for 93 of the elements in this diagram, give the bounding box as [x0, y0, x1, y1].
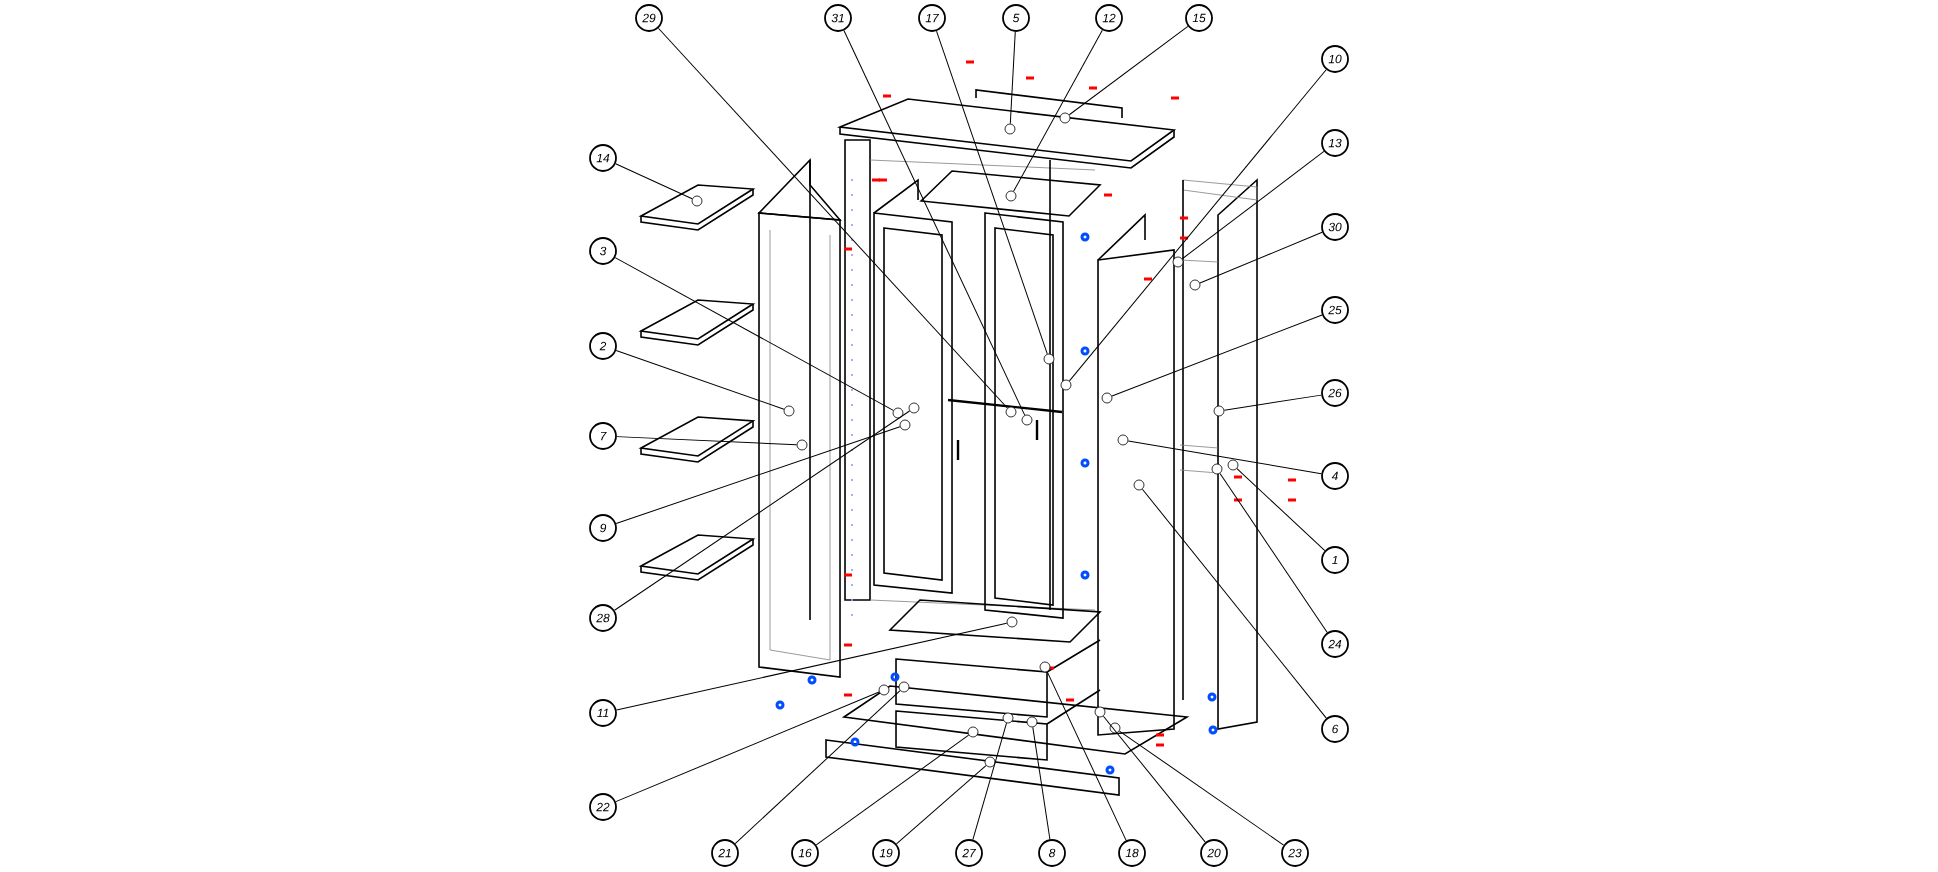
- attachment-point: [899, 419, 911, 431]
- callout-number: 24: [1321, 630, 1349, 658]
- leader-line: [1236, 468, 1326, 551]
- attachment-point: [1172, 256, 1184, 268]
- callout-number: 13: [1321, 129, 1349, 157]
- leader-line: [815, 734, 970, 846]
- attachment-point: [1039, 661, 1051, 673]
- attachment-point: [1094, 706, 1106, 718]
- callout-number: 12: [1095, 4, 1123, 32]
- attachment-point: [1227, 459, 1239, 471]
- callout-number: 22: [589, 793, 617, 821]
- leader-line: [615, 350, 785, 410]
- leader-line: [734, 690, 901, 845]
- attachment-point: [1005, 190, 1017, 202]
- leader-line: [614, 257, 894, 411]
- leader-line: [1118, 730, 1285, 846]
- attachment-point: [1117, 434, 1129, 446]
- callout-number: 7: [589, 422, 617, 450]
- attachment-point: [1109, 722, 1121, 734]
- callout-number: 18: [1118, 839, 1146, 867]
- attachment-point: [1043, 353, 1055, 365]
- leader-line: [657, 27, 1008, 409]
- attachment-point: [1211, 463, 1223, 475]
- attachment-point: [984, 756, 996, 768]
- callout-number: 16: [791, 839, 819, 867]
- leader-line: [1068, 69, 1327, 382]
- leader-line: [1046, 671, 1127, 841]
- leader-line: [1223, 394, 1322, 411]
- leader-line: [1181, 150, 1325, 260]
- attachment-point: [1060, 379, 1072, 391]
- callout-number: 6: [1321, 715, 1349, 743]
- attachment-point: [1021, 414, 1033, 426]
- callout-number: 14: [589, 144, 617, 172]
- leader-line: [1141, 488, 1327, 719]
- attachment-point: [1059, 112, 1071, 124]
- leader-line: [615, 691, 880, 803]
- attachment-point: [1189, 279, 1201, 291]
- callout-number: 17: [918, 4, 946, 32]
- attachment-point: [967, 726, 979, 738]
- callout-number: 8: [1038, 839, 1066, 867]
- leader-line: [1127, 440, 1322, 475]
- leader-line: [1219, 472, 1328, 633]
- leader-line: [972, 722, 1007, 841]
- callout-number: 20: [1200, 839, 1228, 867]
- callout-number: 23: [1281, 839, 1309, 867]
- callout-number: 11: [589, 699, 617, 727]
- attachment-point: [898, 681, 910, 693]
- leader-line: [616, 436, 798, 446]
- callout-number: 15: [1185, 4, 1213, 32]
- callout-number: 29: [635, 4, 663, 32]
- leader-line: [616, 622, 1008, 711]
- callout-number: 25: [1321, 296, 1349, 324]
- attachment-point: [783, 405, 795, 417]
- attachment-point: [1213, 405, 1225, 417]
- leader-line: [843, 30, 1026, 416]
- callout-number: 2: [589, 332, 617, 360]
- attachment-point: [691, 195, 703, 207]
- leader-line: [936, 30, 1048, 355]
- attachment-point: [892, 407, 904, 419]
- callout-number: 4: [1321, 462, 1349, 490]
- leader-line: [1199, 231, 1323, 284]
- leader-line: [896, 765, 987, 845]
- attachment-point: [796, 439, 808, 451]
- leader-line: [1013, 29, 1103, 192]
- callout-number: 27: [955, 839, 983, 867]
- attachment-point: [908, 402, 920, 414]
- callout-number: 26: [1321, 379, 1349, 407]
- attachment-point: [1004, 123, 1016, 135]
- attachment-point: [878, 684, 890, 696]
- leader-line: [614, 410, 911, 611]
- leader-line: [615, 426, 901, 524]
- callout-number: 3: [589, 237, 617, 265]
- callout-number: 5: [1002, 4, 1030, 32]
- callout-number: 28: [589, 604, 617, 632]
- callout-number: 30: [1321, 213, 1349, 241]
- attachment-point: [1026, 716, 1038, 728]
- attachment-point: [1101, 392, 1113, 404]
- leader-line: [1068, 25, 1189, 116]
- attachment-point: [1002, 712, 1014, 724]
- attachment-point: [1006, 616, 1018, 628]
- leader-line: [615, 163, 693, 200]
- attachment-point: [1005, 406, 1017, 418]
- attachment-point: [1133, 479, 1145, 491]
- callout-number: 9: [589, 514, 617, 542]
- callout-number: 21: [711, 839, 739, 867]
- callout-number: 19: [872, 839, 900, 867]
- leader-line: [1009, 31, 1016, 125]
- callout-number: 10: [1321, 45, 1349, 73]
- leader-line: [1032, 726, 1051, 840]
- leader-line: [1102, 715, 1206, 843]
- callout-number: 1: [1321, 546, 1349, 574]
- callout-number: 31: [824, 4, 852, 32]
- leader-line: [1111, 314, 1323, 397]
